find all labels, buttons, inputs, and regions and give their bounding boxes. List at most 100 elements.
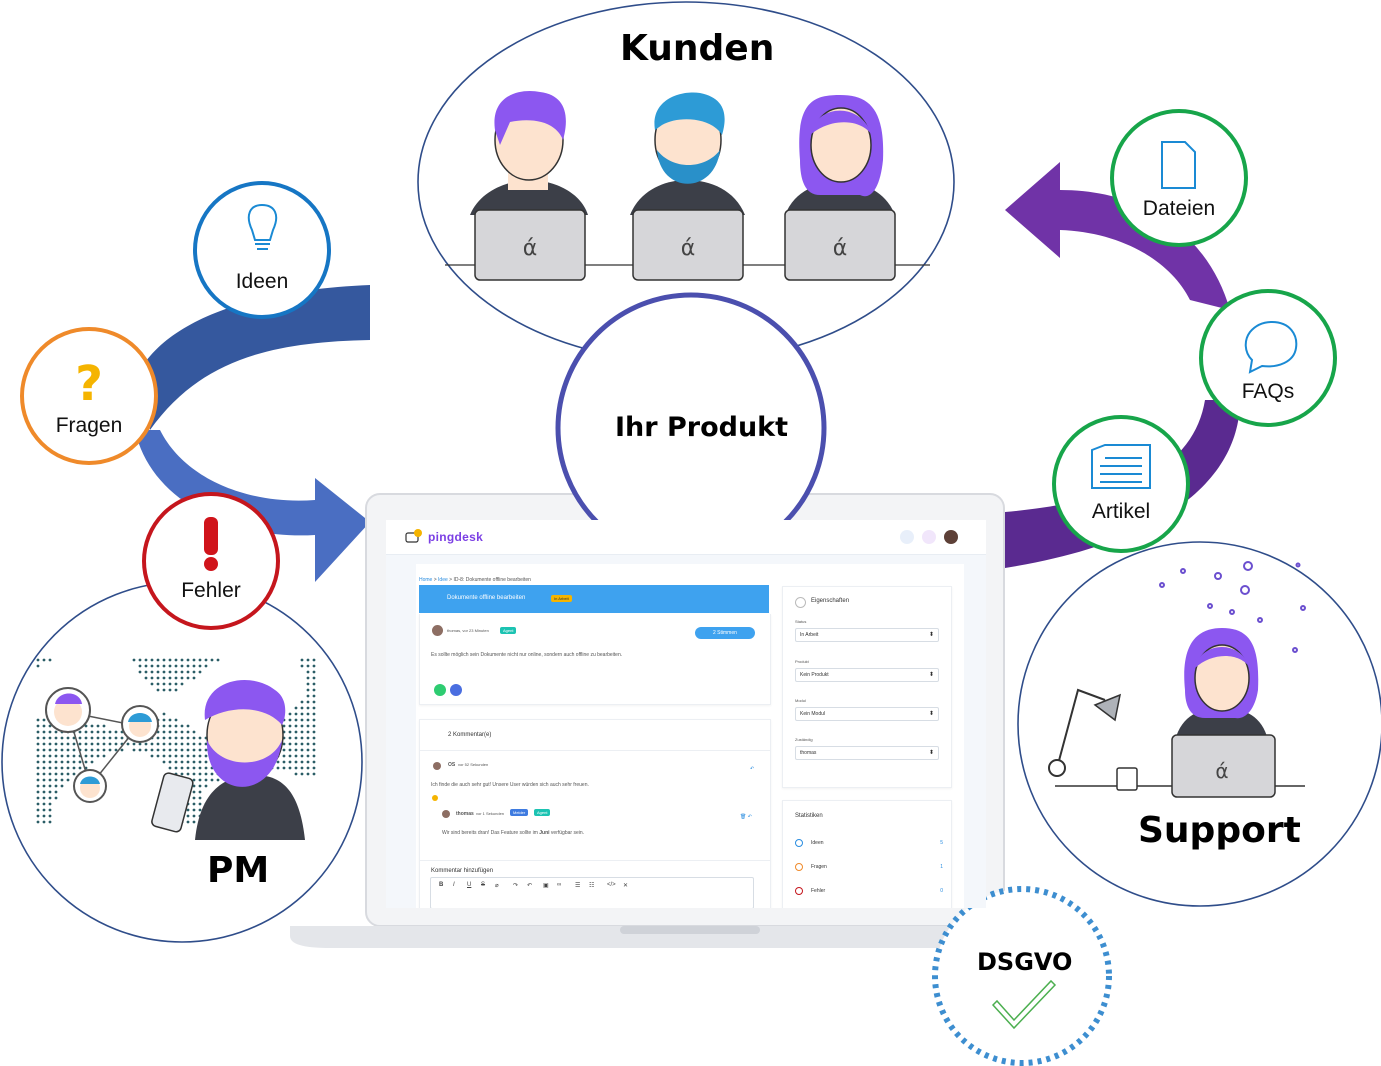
map-dot — [108, 748, 112, 752]
map-dot — [102, 748, 106, 752]
map-dot — [198, 784, 202, 788]
map-dot — [138, 670, 142, 674]
breadcrumb-ideas[interactable]: Idee — [438, 577, 448, 583]
map-dot — [54, 766, 58, 770]
map-dot — [90, 760, 94, 764]
assignee-select[interactable]: thomas⬍ — [795, 746, 939, 760]
map-dot — [216, 778, 220, 782]
toolbar-button[interactable]: ☷ — [589, 883, 595, 889]
map-dot — [42, 802, 46, 806]
map-dot — [36, 766, 40, 770]
map-dot — [294, 772, 298, 776]
map-dot — [42, 778, 46, 782]
map-dot — [66, 748, 70, 752]
map-dot — [168, 682, 172, 686]
toolbar-button[interactable]: B — [439, 882, 444, 888]
map-dot — [312, 742, 316, 746]
brand-name[interactable]: pingdesk — [428, 530, 484, 544]
map-dot — [192, 676, 196, 680]
reply-icon[interactable]: ↶ — [750, 766, 755, 772]
map-dot — [162, 664, 166, 668]
map-dot — [90, 748, 94, 752]
toolbar-button[interactable]: ↷ — [513, 883, 519, 889]
toolbar-button[interactable]: U — [467, 882, 472, 888]
map-dot — [210, 658, 214, 662]
map-dot — [54, 742, 58, 746]
exclamation-icon — [795, 887, 803, 895]
toolbar-button[interactable]: ∞ — [557, 882, 562, 888]
module-select[interactable]: Kein Modul⬍ — [795, 707, 939, 721]
map-dot — [36, 664, 40, 668]
map-dot — [198, 748, 202, 752]
app-topbar: pingdesk — [386, 520, 986, 555]
comment-editor[interactable]: B I U S ⌀ ↷ ↶ ▣ ∞ ☰ ☷ </> ✕ — [430, 877, 754, 908]
map-dot — [204, 754, 208, 758]
map-dot — [174, 736, 178, 740]
map-dot — [204, 784, 208, 788]
map-dot — [156, 664, 160, 668]
map-dot — [162, 748, 166, 752]
map-dot — [312, 658, 316, 662]
search-icon[interactable] — [922, 530, 936, 544]
attachment-icon[interactable] — [450, 684, 462, 696]
status-badge: In Arbeit — [551, 595, 572, 602]
map-dot — [192, 742, 196, 746]
breadcrumb-home[interactable]: Home — [419, 577, 433, 583]
map-dot — [162, 658, 166, 662]
toolbar-button[interactable]: I — [453, 882, 455, 888]
map-dot — [192, 760, 196, 764]
settings-icon[interactable] — [900, 530, 914, 544]
ticket-header: Dokumente offline bearbeiten In Arbeit — [419, 585, 769, 613]
map-dot — [90, 730, 94, 734]
map-dot — [294, 760, 298, 764]
map-dot — [162, 682, 166, 686]
map-dot — [66, 736, 70, 740]
toolbar-button[interactable]: </> — [607, 882, 616, 888]
toolbar-button[interactable]: ✕ — [623, 883, 629, 889]
vote-button[interactable]: 2 Stimmen — [695, 627, 755, 639]
comment-meta: vor 52 Sekunden — [458, 762, 489, 767]
avatar — [432, 625, 443, 636]
product-select[interactable]: Kein Produkt⬍ — [795, 668, 939, 682]
faqs-node — [1199, 289, 1337, 427]
map-dot — [204, 748, 208, 752]
map-dot — [138, 658, 142, 662]
map-dot — [54, 736, 58, 740]
map-dot — [42, 754, 46, 758]
map-dot — [306, 676, 310, 680]
map-dot — [168, 730, 172, 734]
map-dot — [174, 748, 178, 752]
status-select[interactable]: In Arbeit⬍ — [795, 628, 939, 642]
map-dot — [300, 766, 304, 770]
mail-icon[interactable] — [434, 684, 446, 696]
map-dot — [138, 748, 142, 752]
toolbar-button[interactable]: ⌀ — [495, 883, 499, 889]
toolbar-button[interactable]: ▣ — [543, 883, 549, 889]
map-dot — [192, 778, 196, 782]
map-dot — [48, 736, 52, 740]
map-dot — [96, 730, 100, 734]
map-dot — [198, 664, 202, 668]
map-dot — [276, 766, 280, 770]
support-title: Support — [1138, 810, 1301, 851]
map-dot — [114, 748, 118, 752]
map-dot — [54, 796, 58, 800]
map-dot — [186, 766, 190, 770]
toolbar-button[interactable]: S — [481, 882, 486, 888]
map-dot — [102, 730, 106, 734]
toolbar-button[interactable]: ↶ — [527, 883, 533, 889]
toolbar-button[interactable]: ☰ — [575, 883, 581, 889]
map-dot — [36, 736, 40, 740]
map-dot — [84, 754, 88, 758]
map-dot — [156, 742, 160, 746]
ticket-card: thomas, vor 23 Minuten Agent 2 Stimmen E… — [419, 614, 771, 705]
map-dot — [174, 718, 178, 722]
map-dot — [102, 754, 106, 758]
bugs-label: Fehler — [181, 579, 241, 602]
map-dot — [36, 790, 40, 794]
reply-actions-icon[interactable]: 🗑 ↶ — [740, 814, 752, 820]
avatar[interactable] — [944, 530, 958, 544]
